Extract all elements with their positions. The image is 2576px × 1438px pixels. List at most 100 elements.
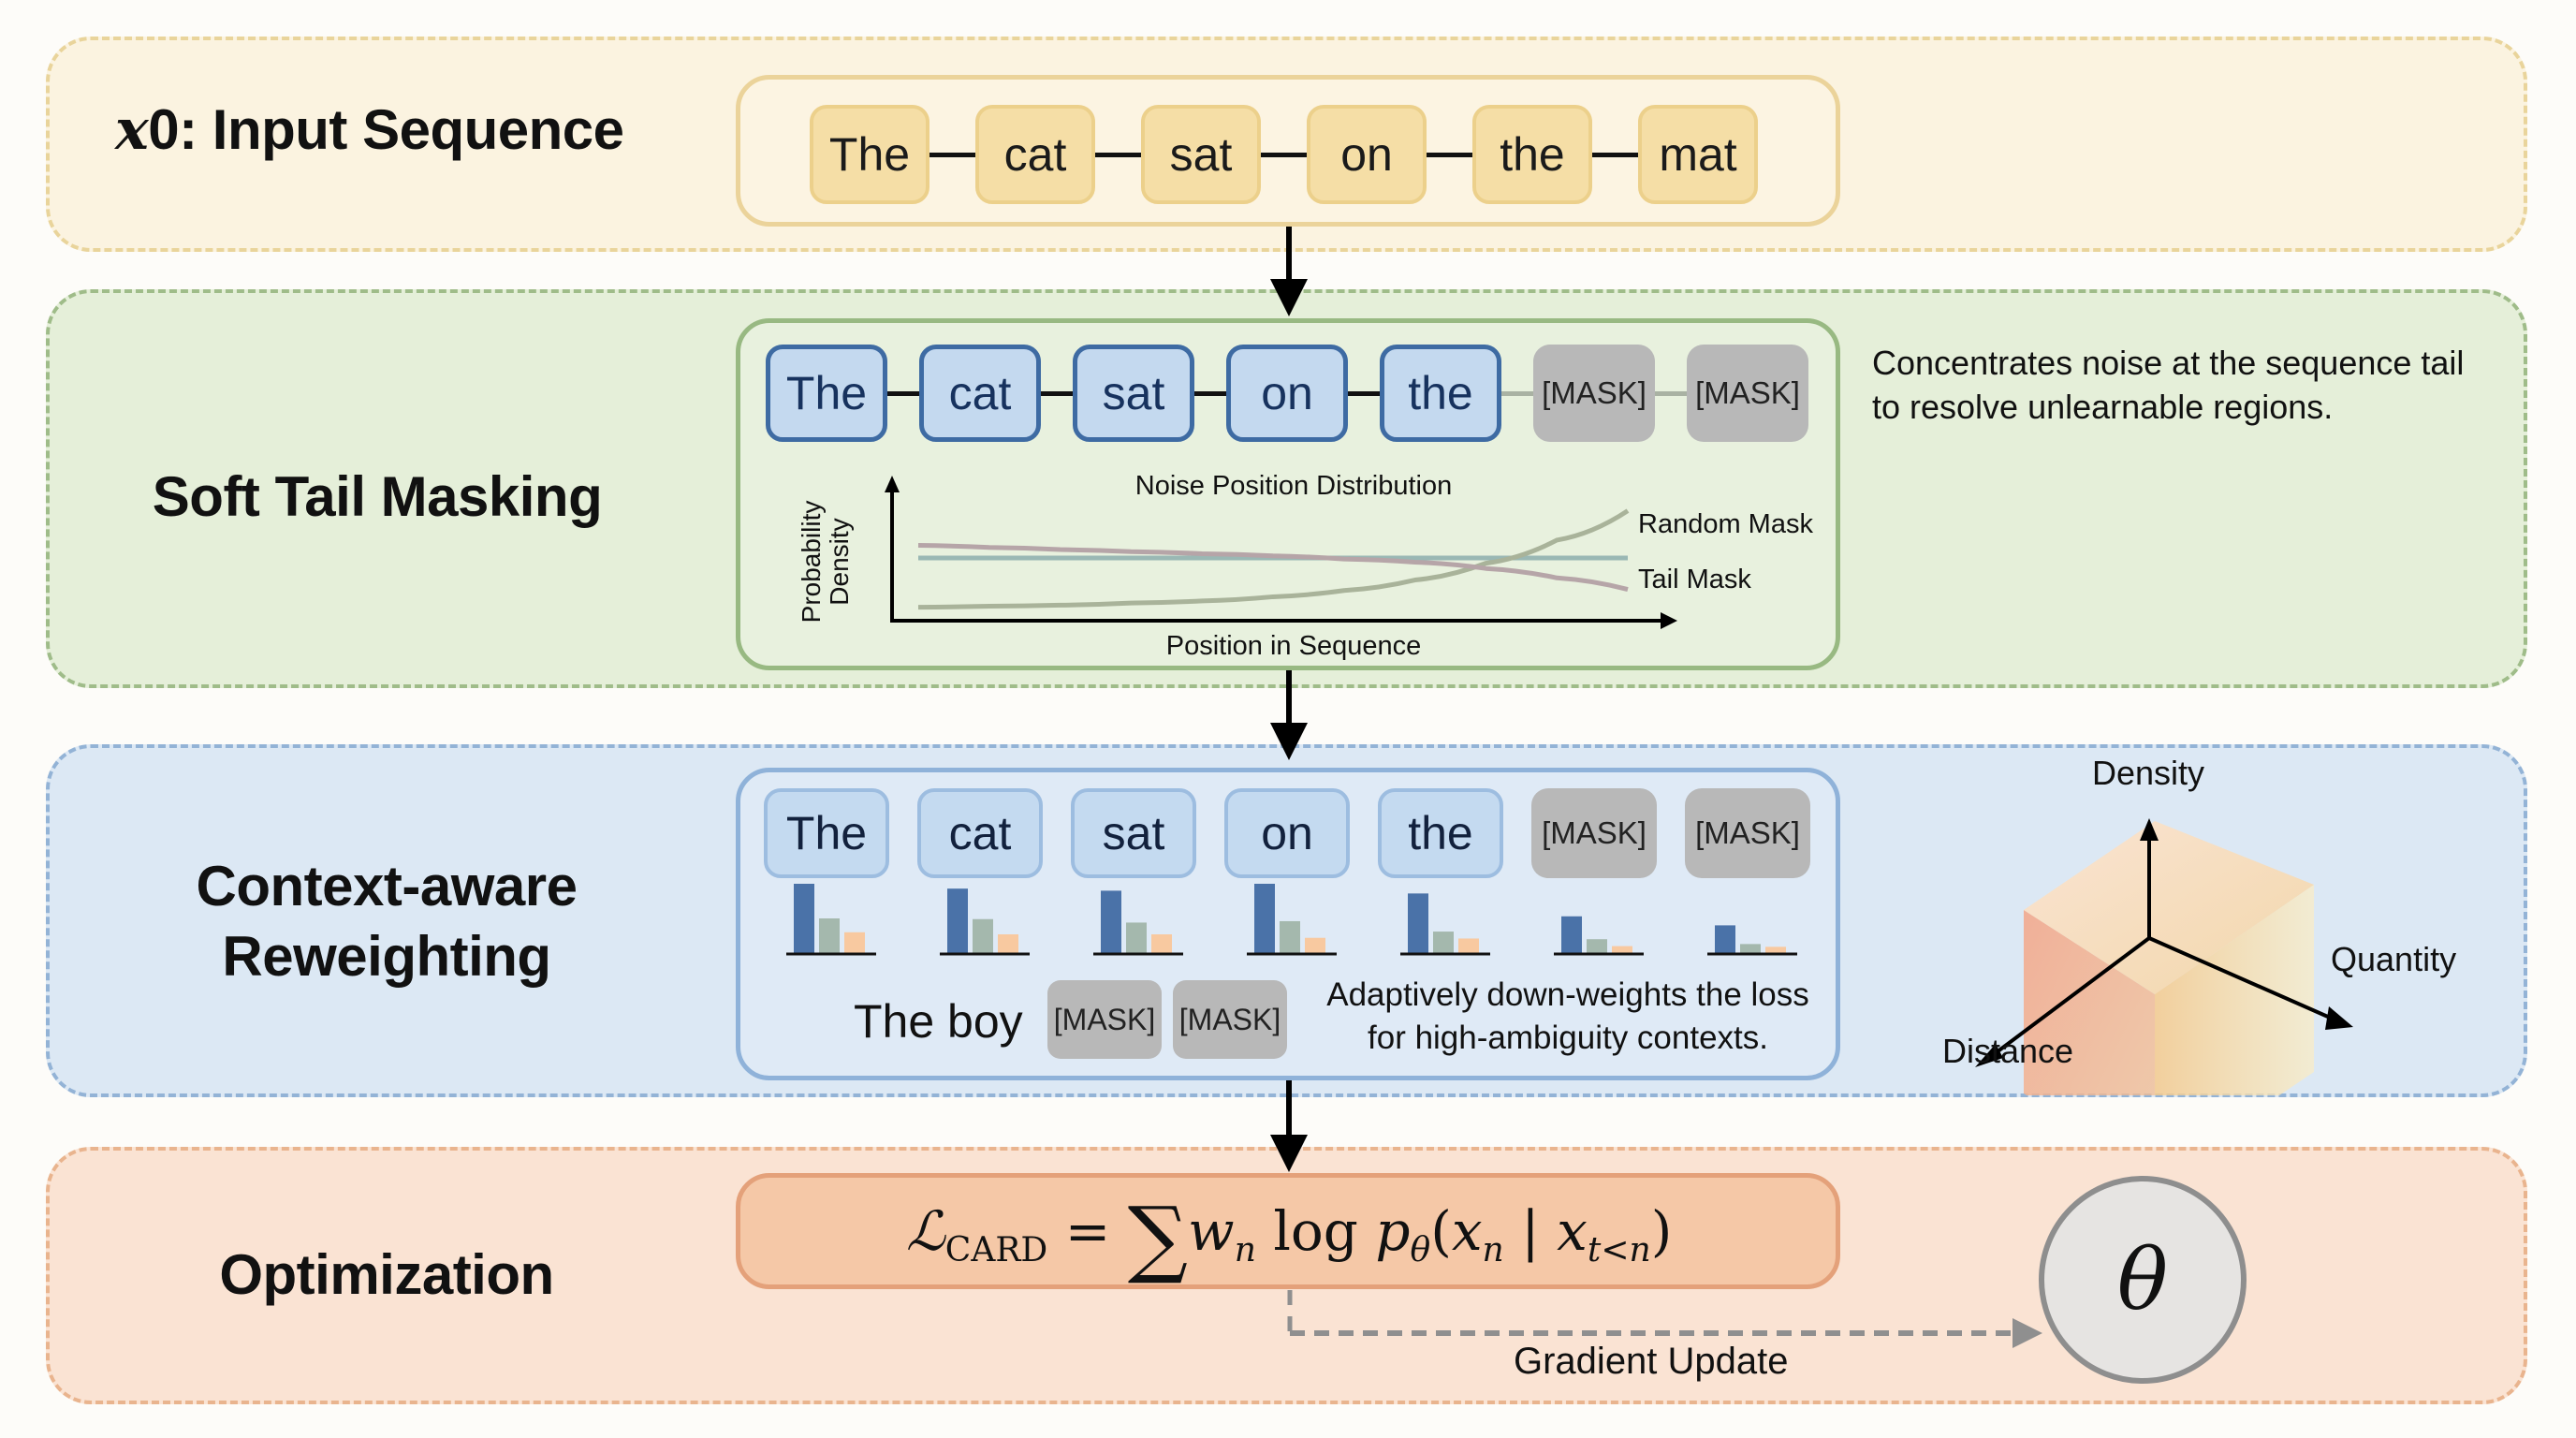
chart-xlabel: Position in Sequence [1166,631,1421,661]
example-prefix: The boy [854,995,1023,1048]
chart-ylabel-line-2: Density [825,518,854,605]
example-mask-token-1: [MASK] [1047,980,1162,1059]
tertiary-weight-bar [1151,934,1172,953]
token-link [1592,153,1638,157]
secondary-weight-bar [1433,932,1454,953]
gradient-update-label: Gradient Update [1514,1341,1789,1382]
title-text: 0: Input Sequence [148,98,624,161]
weight-subscript: n [1234,1231,1256,1269]
gradient-update-arrow [1287,1290,2042,1348]
target-subscript: n [1482,1231,1504,1269]
given-bar: | [1521,1199,1540,1263]
loss-subscript: CARD [944,1231,1048,1269]
mask-token: [MASK] [1685,788,1810,878]
token-weight-bars [786,884,1797,956]
tertiary-weight-bar [844,932,865,953]
visible-token: the [1378,788,1503,878]
theta-symbol: θ [2116,1230,2169,1329]
cube-top-face [2024,821,2314,994]
log-operator: log [1273,1199,1358,1263]
axis-density-arrow-icon [2140,818,2159,841]
input-token: mat [1638,105,1758,204]
primary-weight-bar [1101,890,1121,953]
token-link [1194,391,1226,396]
axis-label-density: Density [2092,754,2204,792]
axis-label-distance: Distance [1942,1032,2073,1070]
token-bar-group [786,884,876,956]
tertiary-weight-bar [998,934,1018,953]
open-paren: ( [1430,1199,1452,1263]
chart-y-arrow-icon [885,476,900,492]
primary-weight-bar [1254,884,1275,953]
mask-token: [MASK] [1533,345,1655,442]
legend-random-mask: Random Mask [1638,509,1813,539]
stage-title-optimization: Optimization [219,1243,554,1306]
token-link [1348,391,1380,396]
flow-arrow-1 [1286,227,1292,283]
context-subscript: t<n [1587,1231,1651,1269]
reweighting-note: Adaptively down-weights the loss for hig… [1306,974,1830,1059]
loss-formula: ℒCARD = ∑wn log pθ(xn | xt<n) [906,1189,1672,1287]
axis-distance [1987,936,2151,1060]
primary-weight-bar [1408,893,1428,953]
token-link [1655,391,1687,396]
title-line-2: Reweighting [222,925,551,988]
visible-token: sat [1073,345,1194,442]
visible-token: The [764,788,889,878]
tail-mask-line [917,508,1630,610]
loss-formula-box [736,1173,1840,1289]
chart-x-arrow-icon [1661,612,1677,629]
noise-position-chart: Noise Position Distribution Position in … [797,471,1813,661]
primary-weight-bar [947,888,968,953]
prob-subscript: θ [1410,1231,1431,1269]
token-link [929,153,975,157]
reweighting-note-line-2: for high-ambiguity contexts. [1368,1019,1768,1056]
input-token: sat [1141,105,1261,204]
example-mask-token-2: [MASK] [1173,980,1287,1059]
axis-label-quantity: Quantity [2331,940,2456,978]
visible-token: on [1224,788,1350,878]
reweighting-note-line-1: Adaptively down-weights the loss [1326,976,1809,1013]
token-link [1427,153,1472,157]
primary-weight-bar [794,884,814,953]
tertiary-weight-bar [1458,938,1479,953]
token-link [1095,153,1141,157]
axis-quantity [2148,936,2337,1022]
tertiary-weight-bar [1305,937,1325,953]
decreasing-density-line [917,543,1629,593]
flow-arrowhead-2-icon [1270,723,1308,760]
title-variable: x [115,97,149,163]
token-bar-group [940,888,1030,956]
close-paren: ) [1650,1199,1673,1263]
chart-ylabel-line-1: Probability [797,501,826,624]
loss-symbol: ℒ [906,1199,945,1263]
flow-arrow-2 [1286,670,1292,726]
visible-token: the [1380,345,1501,442]
visible-token: cat [919,345,1041,442]
input-token: on [1307,105,1427,204]
token-bar-group [1707,925,1797,956]
axis-distance-arrow-icon [1975,1044,2003,1067]
cube-right-face [2155,885,2314,1095]
input-token: The [810,105,929,204]
visible-token: cat [917,788,1043,878]
reweighting-3d-axes: Density Quantity Distance [1942,754,2456,1095]
flow-arrow-3 [1286,1080,1292,1138]
visible-token: on [1226,345,1348,442]
target-symbol: x [1451,1199,1483,1263]
primary-weight-bar [1715,925,1735,953]
secondary-weight-bar [1740,944,1761,953]
chart-ylabel: Probability Density [797,501,854,624]
token-link [887,391,919,396]
secondary-weight-bar [1280,920,1300,953]
stage-title-input: x0: Input Sequence [115,95,733,166]
secondary-weight-bar [1126,922,1147,953]
input-token: the [1472,105,1592,204]
token-bar-group [1554,916,1644,956]
weight-symbol: w [1188,1199,1235,1263]
secondary-weight-bar [973,918,993,953]
tertiary-weight-bar [1765,946,1786,953]
input-token: cat [975,105,1095,204]
visible-token: The [766,345,887,442]
axis-quantity-arrow-icon [2325,1006,2353,1030]
